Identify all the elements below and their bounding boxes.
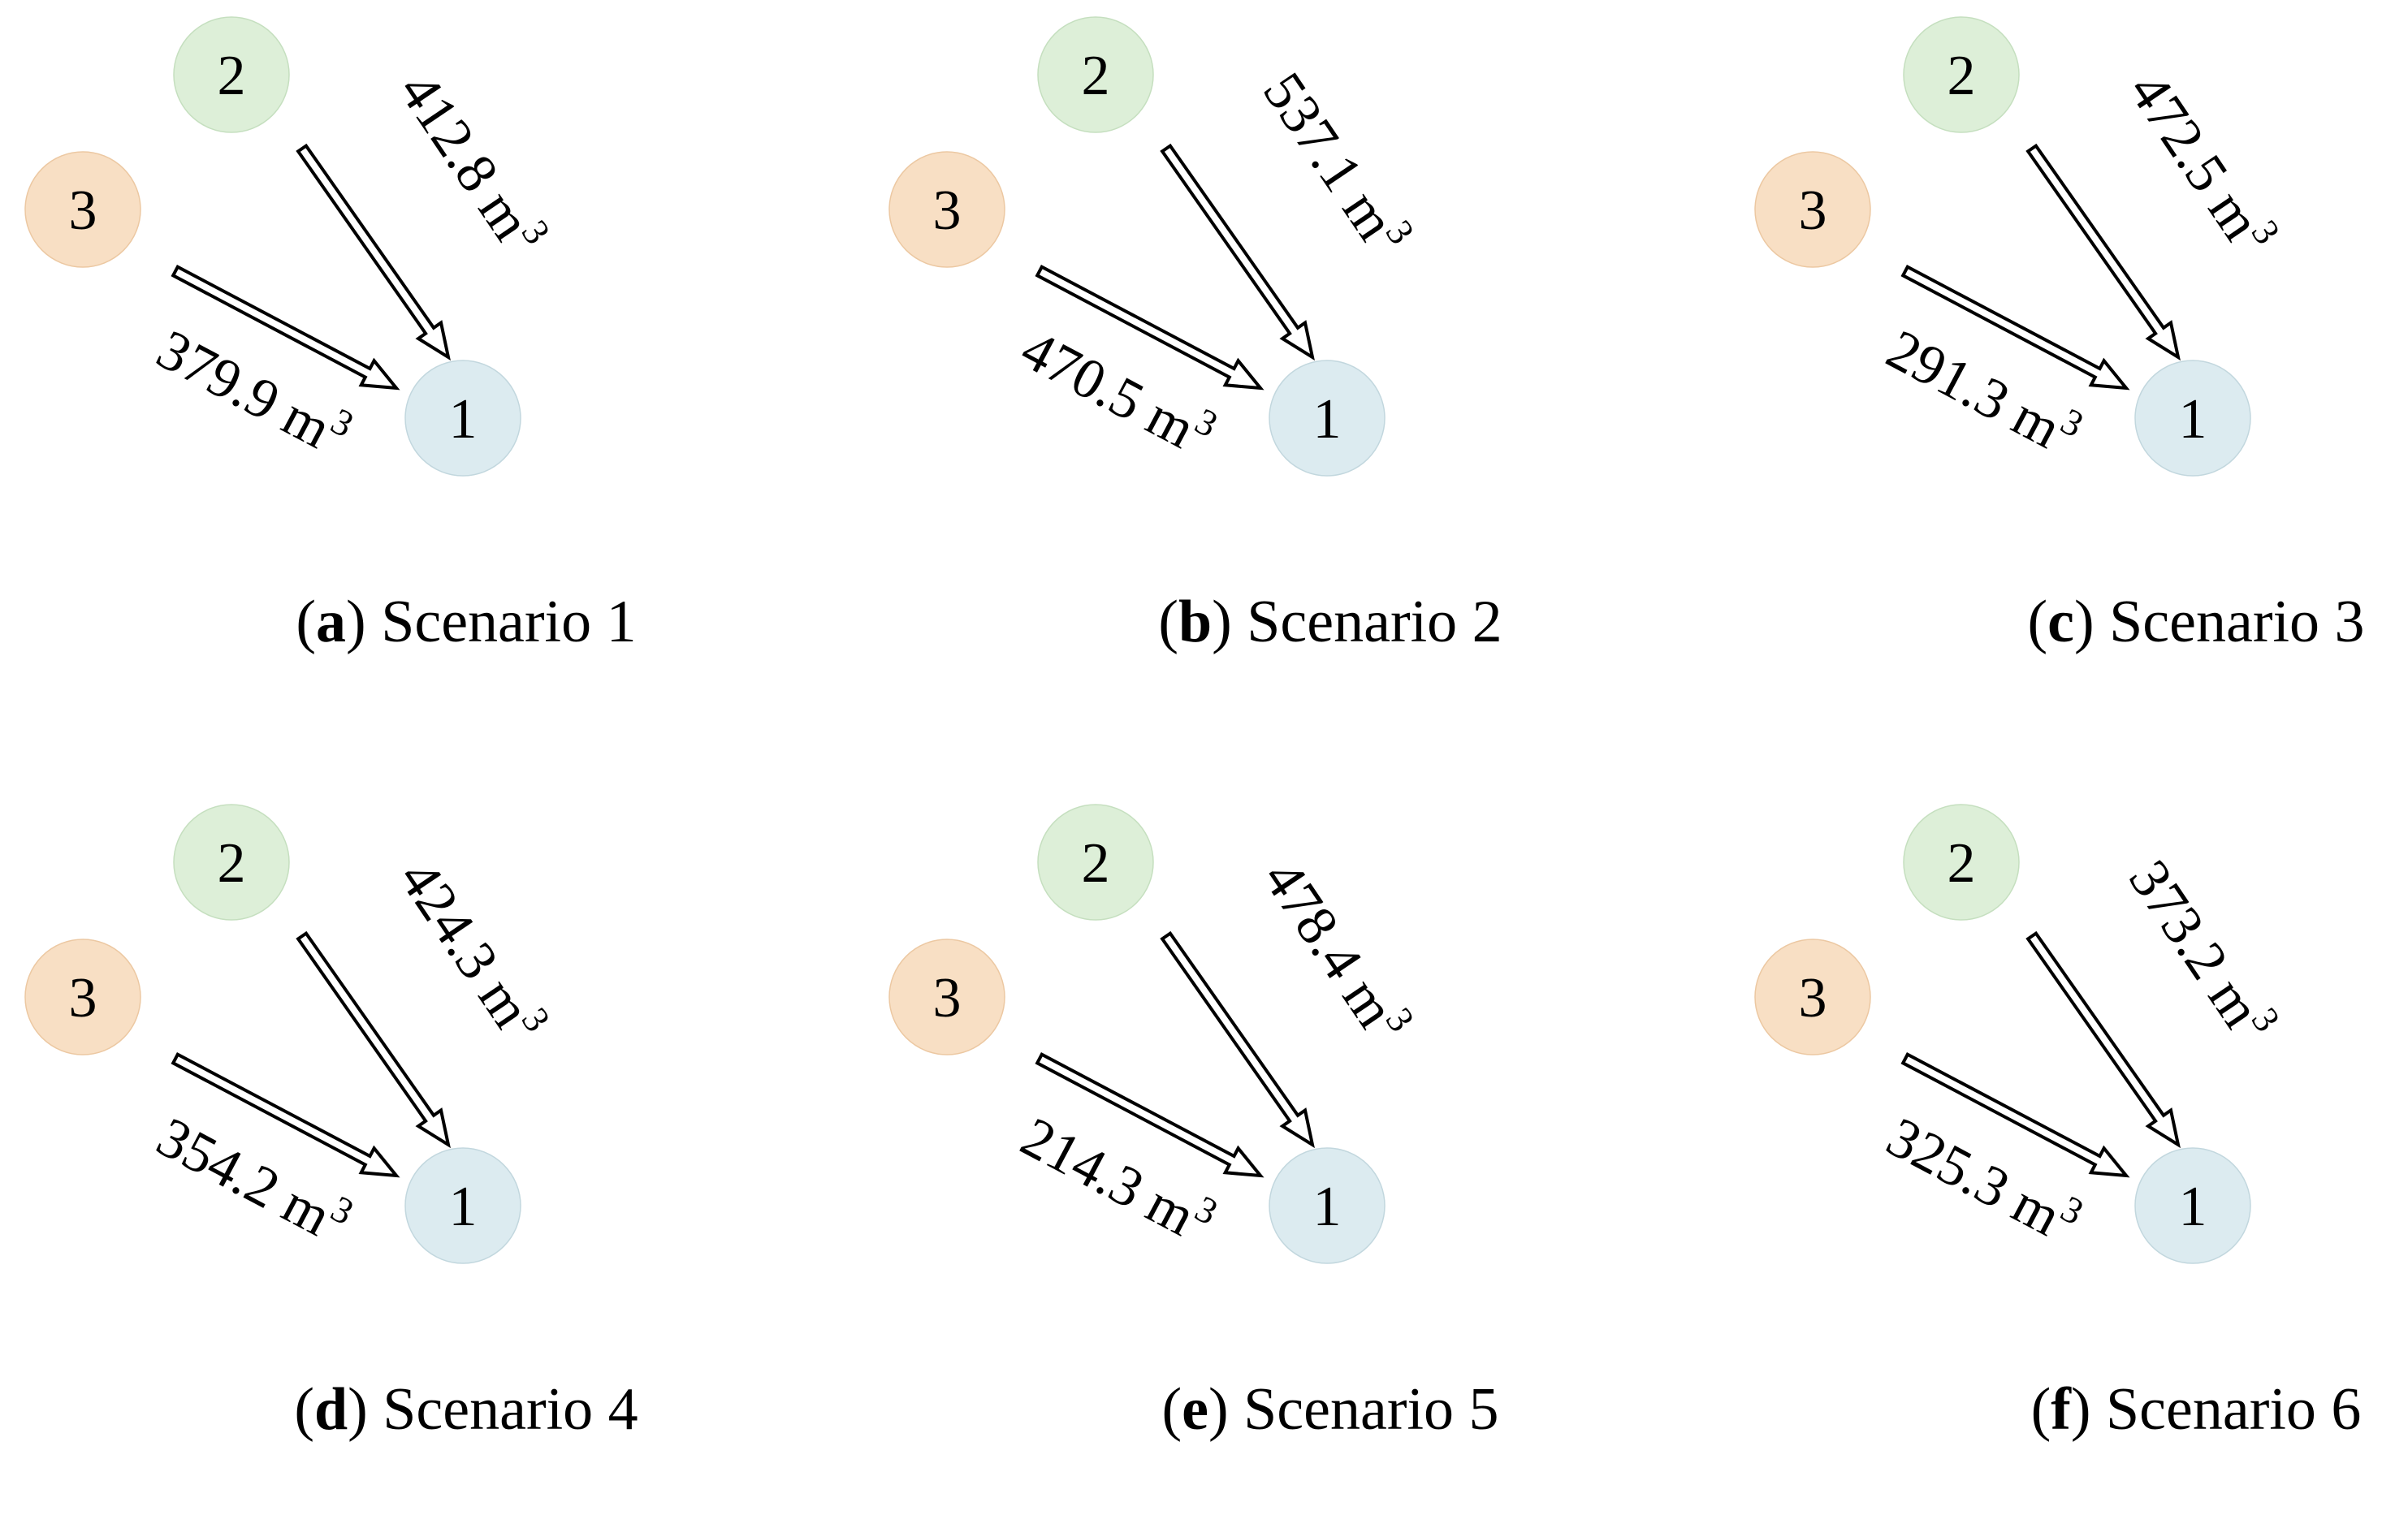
arrow-2-to-1 <box>1160 930 1315 1149</box>
flow-label-2-to-1: 373.2 m3 <box>2116 846 2289 1055</box>
flow-label-3-to-1: 214.3 m3 <box>1011 1100 1225 1258</box>
arrow-3-to-1 <box>1035 264 1265 391</box>
node-3-label: 3 <box>69 179 97 242</box>
node-1-label: 1 <box>449 1176 478 1238</box>
arrow-2-to-1 <box>2025 143 2181 361</box>
node-3-label: 3 <box>933 179 962 242</box>
flow-label-3-to-1: 325.3 m3 <box>1877 1100 2090 1258</box>
node-1-label: 1 <box>1313 388 1342 451</box>
node-3-label: 3 <box>1799 967 1827 1029</box>
panel-caption: (d) Scenario 4 <box>294 1376 638 1443</box>
node-3-circle <box>888 151 1005 268</box>
node-1-circle <box>404 1147 521 1264</box>
node-2-circle <box>1037 16 1154 133</box>
flow-label-3-to-1: 379.9 m3 <box>147 313 361 470</box>
node-2-label: 2 <box>1082 45 1110 107</box>
node-1-circle <box>1269 360 1386 477</box>
arrow-3-to-1 <box>171 1051 400 1178</box>
flow-label-2-to-1: 537.1 m3 <box>1251 58 1423 267</box>
node-1-label: 1 <box>449 388 478 451</box>
node-2-label: 2 <box>218 832 246 895</box>
arrow-2-to-1 <box>296 930 451 1149</box>
arrow-3-to-1 <box>171 264 400 391</box>
arrow-2-to-1 <box>296 143 451 361</box>
node-2-label: 2 <box>1082 832 1110 895</box>
node-2-circle <box>1903 16 2020 133</box>
panel-caption: (c) Scenario 3 <box>2027 589 2364 655</box>
panel-caption: (b) Scenario 2 <box>1158 589 1502 655</box>
node-2-circle <box>1903 804 2020 921</box>
flow-label-2-to-1: 424.3 m3 <box>387 846 559 1055</box>
node-3-circle <box>1754 939 1871 1055</box>
node-2-circle <box>1037 804 1154 921</box>
node-3-label: 3 <box>69 967 97 1029</box>
node-1-circle <box>2134 360 2251 477</box>
node-1-label: 1 <box>2179 388 2207 451</box>
flow-label-3-to-1: 291.3 m3 <box>1877 313 2090 470</box>
arrow-3-to-1 <box>1900 264 2130 391</box>
node-2-circle <box>173 16 290 133</box>
node-3-circle <box>24 939 141 1055</box>
node-3-circle <box>24 151 141 268</box>
panel-caption: (f) Scenario 6 <box>2031 1376 2362 1443</box>
node-2-label: 2 <box>1948 45 1976 107</box>
node-1-circle <box>1269 1147 1386 1264</box>
node-2-label: 2 <box>1948 832 1976 895</box>
node-1-label: 1 <box>1313 1176 1342 1238</box>
node-3-label: 3 <box>933 967 962 1029</box>
flow-label-3-to-1: 354.2 m3 <box>147 1100 361 1258</box>
node-3-label: 3 <box>1799 179 1827 242</box>
node-2-label: 2 <box>218 45 246 107</box>
node-1-circle <box>2134 1147 2251 1264</box>
node-2-circle <box>173 804 290 921</box>
flow-label-2-to-1: 472.5 m3 <box>2116 58 2289 267</box>
flow-label-2-to-1: 412.8 m3 <box>387 58 559 267</box>
arrow-2-to-1 <box>1160 143 1315 361</box>
node-3-circle <box>888 939 1005 1055</box>
node-3-circle <box>1754 151 1871 268</box>
node-1-circle <box>404 360 521 477</box>
arrow-3-to-1 <box>1035 1051 1265 1178</box>
panel-caption: (e) Scenario 5 <box>1161 1376 1498 1443</box>
arrow-2-to-1 <box>2025 930 2181 1149</box>
arrow-3-to-1 <box>1900 1051 2130 1178</box>
panel-caption: (a) Scenario 1 <box>296 589 636 655</box>
flow-label-3-to-1: 470.5 m3 <box>1011 313 1225 470</box>
node-1-label: 1 <box>2179 1176 2207 1238</box>
flow-label-2-to-1: 478.4 m3 <box>1251 846 1423 1055</box>
